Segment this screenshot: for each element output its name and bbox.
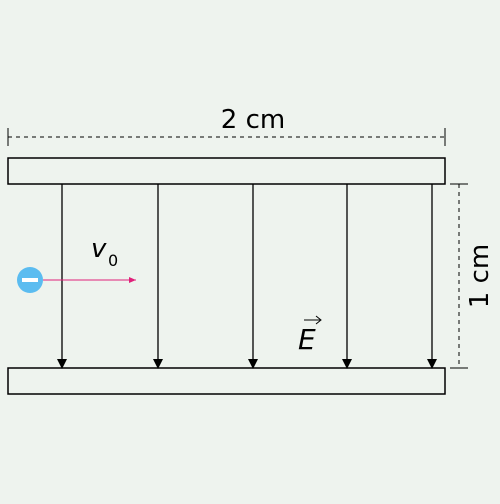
- width-dimension: 2 cm: [7, 105, 446, 146]
- width-label: 2 cm: [221, 105, 285, 135]
- field-label: E: [298, 315, 322, 356]
- field-lines: [57, 184, 437, 369]
- bottom-plate: [7, 367, 446, 395]
- field-symbol: E: [298, 323, 316, 356]
- velocity-symbol: v: [91, 234, 107, 264]
- velocity-label: v 0: [91, 234, 118, 270]
- minus-charge-icon: [17, 267, 43, 293]
- top-plate: [7, 157, 446, 185]
- electron-minus-sign: [22, 278, 38, 282]
- velocity-subscript: 0: [108, 251, 118, 270]
- gap-dimension: 1 cm: [450, 183, 495, 369]
- vector-arrow-icon: [304, 315, 322, 325]
- gap-label: 1 cm: [465, 244, 495, 308]
